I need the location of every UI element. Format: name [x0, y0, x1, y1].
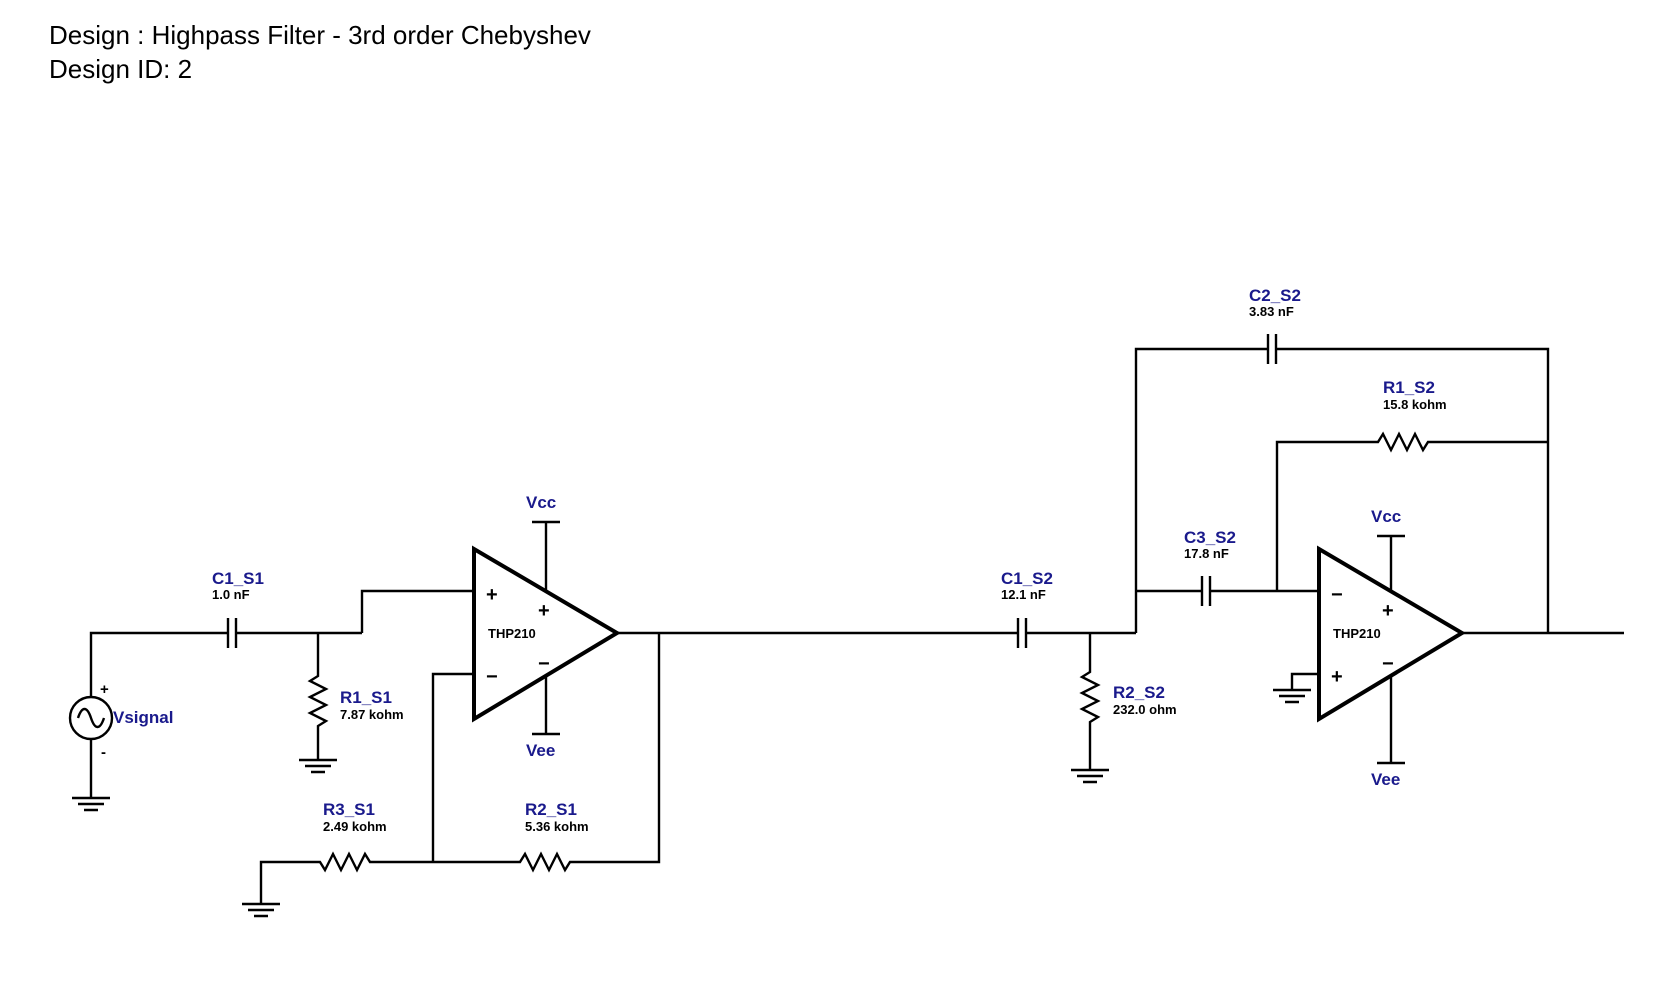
stage2-c2-ref: C2_S2 [1249, 286, 1301, 305]
stage2-c3-value: 17.8 nF [1184, 546, 1229, 561]
stage1-noninv-wire [360, 589, 474, 633]
stage1-r3-value: 2.49 kohm [323, 819, 387, 834]
stage2-opamp-part: THP210 [1333, 626, 1381, 641]
stage2-noninv-ground [1273, 672, 1319, 704]
stage1-opamp-part: THP210 [488, 626, 536, 641]
stage2-c2-capacitor: C2_S2 3.83 nF [1249, 286, 1550, 633]
stage2-vee-label: Vee [1371, 770, 1400, 789]
stage1-c1-ref: C1_S1 [212, 569, 264, 588]
stage2-r2-resistor: R2_S2 232.0 ohm [1071, 633, 1177, 784]
design-title: Design : Highpass Filter - 3rd order Che… [49, 20, 591, 50]
stage2-c2-left-wire [1134, 347, 1268, 633]
design-id: Design ID: 2 [49, 54, 193, 84]
stage2-r1-resistor: R1_S2 15.8 kohm [1275, 378, 1548, 591]
stage1-c1-value: 1.0 nF [212, 587, 250, 602]
stage2-c3-capacitor: C3_S2 17.8 nF [1136, 528, 1319, 606]
stage2-opamp-minus-pin: − [1331, 584, 1343, 606]
stage2-opamp: − + + − THP210 Vcc Vee [1317, 507, 1466, 789]
stage1-r1-ref: R1_S1 [340, 688, 392, 707]
stage1-vee-label: Vee [526, 741, 555, 760]
stage1-opamp-plus-pin: + [486, 584, 498, 606]
stage2-c3-ref: C3_S2 [1184, 528, 1236, 547]
stage1-r2-ref: R2_S1 [525, 800, 577, 819]
source-plus-label: + [100, 681, 109, 698]
stage2-opamp-plus-pin: + [1331, 666, 1343, 688]
stage2-c1-ref: C1_S2 [1001, 569, 1053, 588]
stage2-r2-ref: R2_S2 [1113, 683, 1165, 702]
page-header: Design : Highpass Filter - 3rd order Che… [49, 18, 591, 86]
stage2-r2-value: 232.0 ohm [1113, 702, 1177, 717]
stage2-c1-capacitor: C1_S2 12.1 nF [617, 569, 1136, 648]
source-ref-label: Vsignal [113, 708, 173, 727]
voltage-source: + - Vsignal [68, 631, 173, 812]
stage2-c1-value: 12.1 nF [1001, 587, 1046, 602]
source-minus-label: - [101, 744, 106, 761]
stage1-r3-ref: R3_S1 [323, 800, 375, 819]
stage1-opamp-vminus-mark: − [538, 653, 550, 675]
stage1-r2-resistor: R2_S1 5.36 kohm [433, 633, 661, 873]
stage1-inv-wire [431, 672, 474, 862]
stage1-r1-resistor: R1_S1 7.87 kohm [299, 633, 404, 774]
stage2-r1-value: 15.8 kohm [1383, 397, 1447, 412]
stage1-r1-value: 7.87 kohm [340, 707, 404, 722]
stage1-r2-value: 5.36 kohm [525, 819, 589, 834]
stage1-r3-resistor: R3_S1 2.49 kohm [242, 800, 433, 918]
stage1-opamp-vplus-mark: + [538, 600, 550, 622]
stage2-opamp-vminus-mark: − [1382, 653, 1394, 675]
stage1-opamp-minus-pin: − [486, 666, 498, 688]
stage1-vcc-label: Vcc [526, 493, 556, 512]
stage2-r1-ref: R1_S2 [1383, 378, 1435, 397]
stage2-c2-value: 3.83 nF [1249, 304, 1294, 319]
stage1-c1-capacitor: C1_S1 1.0 nF [148, 569, 362, 648]
stage1-opamp: + − + − THP210 Vcc Vee [472, 493, 621, 760]
stage2-vcc-label: Vcc [1371, 507, 1401, 526]
stage2-opamp-vplus-mark: + [1382, 600, 1394, 622]
